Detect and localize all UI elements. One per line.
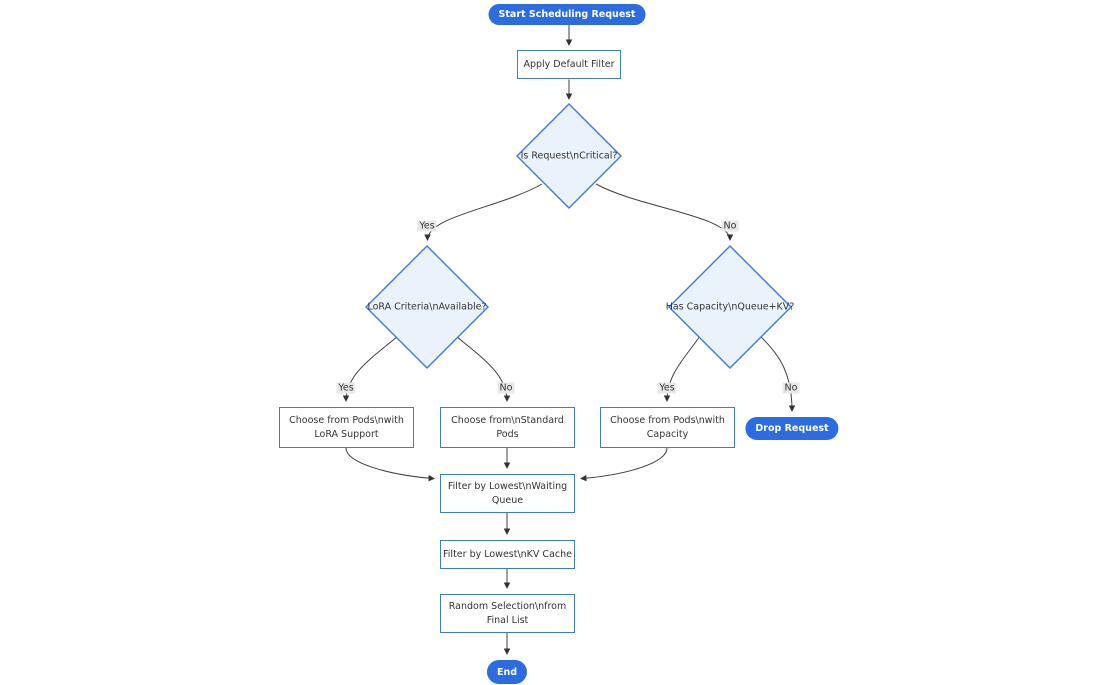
filter-waiting-queue-label: Filter by Lowest\nWaiting Queue: [447, 480, 568, 506]
decision-has-capacity-shape: [668, 245, 792, 369]
decision-is-critical-label: Is Request\nCritical?: [520, 150, 618, 162]
choose-capacity-pods-node: Choose from Pods\nwith Capacity: [600, 407, 735, 448]
edge-label-critical-no: No: [721, 220, 739, 232]
edge-label-critical-yes: Yes: [417, 220, 437, 232]
decision-has-capacity-label: Has Capacity\nQueue+KV?: [665, 301, 795, 313]
decision-lora-criteria-label: LoRA Criteria\nAvailable?: [367, 301, 487, 313]
filter-kv-cache-label: Filter by Lowest\nKV Cache: [443, 548, 572, 560]
random-selection-label: Random Selection\nfrom Final List: [448, 600, 567, 626]
edge-label-capacity-yes: Yes: [657, 382, 677, 394]
choose-standard-pods-node: Choose from\nStandard Pods: [440, 407, 575, 448]
edge-critical-yes: [424, 183, 543, 241]
filter-waiting-queue-node: Filter by Lowest\nWaiting Queue: [440, 474, 575, 513]
edge-capacitypods-to-filterqueue: [580, 447, 668, 482]
edge-capacity-no: [759, 335, 796, 412]
choose-standard-pods-label: Choose from\nStandard Pods: [451, 414, 564, 440]
apply-default-filter-node: Apply Default Filter: [517, 50, 621, 79]
edge-lorapods-to-filterqueue: [345, 447, 435, 482]
start-node: Start Scheduling Request: [488, 4, 646, 25]
drop-request-node-label: Drop Request: [755, 423, 829, 434]
decision-lora-criteria-shape: [365, 245, 489, 369]
choose-lora-pods-label: Choose from Pods\nwith LoRA Support: [289, 414, 404, 440]
filter-kv-cache-node: Filter by Lowest\nKV Cache: [440, 540, 575, 569]
choose-lora-pods-node: Choose from Pods\nwith LoRA Support: [279, 407, 414, 448]
edge-label-lora-no: No: [497, 382, 515, 394]
drop-request-node: Drop Request: [745, 417, 839, 440]
random-selection-node: Random Selection\nfrom Final List: [440, 594, 575, 633]
end-node: End: [486, 660, 528, 684]
edge-critical-no: [595, 183, 734, 241]
start-node-label: Start Scheduling Request: [498, 9, 636, 20]
apply-default-filter-label: Apply Default Filter: [523, 58, 615, 70]
edge-label-lora-yes: Yes: [336, 382, 356, 394]
choose-capacity-pods-label: Choose from Pods\nwith Capacity: [610, 414, 725, 440]
edge-capacity-yes: [663, 335, 701, 402]
end-node-label: End: [496, 666, 518, 678]
edge-label-capacity-no: No: [782, 382, 800, 394]
decision-is-critical-shape: [516, 103, 622, 209]
